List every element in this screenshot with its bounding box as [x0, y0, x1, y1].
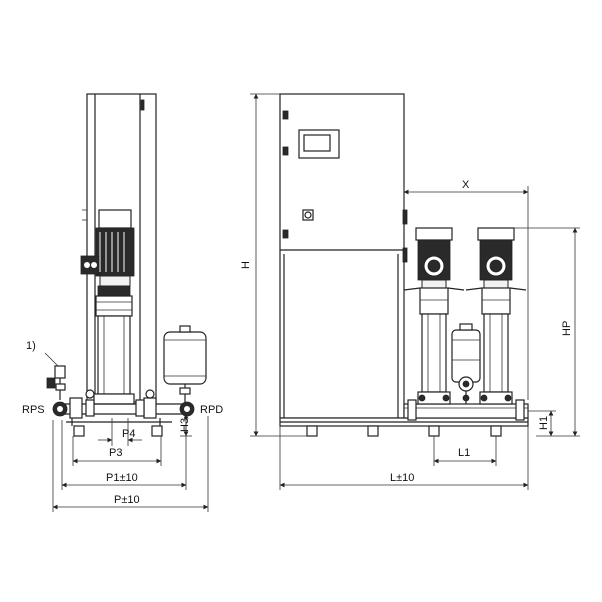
rpd-label: RPD — [200, 404, 223, 416]
motor-side — [80, 209, 135, 287]
p3-label: P3 — [109, 447, 122, 459]
p1-label: P1±10 — [106, 472, 138, 484]
l-label: L±10 — [390, 472, 414, 484]
h3-label: H3 — [179, 418, 191, 432]
note-label: 1) — [26, 340, 36, 352]
front-view: H X HP H1 L1 L±10 — [240, 93, 580, 490]
hp-label: HP — [561, 321, 573, 336]
pump-body-side — [93, 285, 135, 405]
rps-label: RPS — [22, 404, 45, 416]
pump-front-2 — [465, 227, 527, 405]
h1-label: H1 — [538, 416, 550, 430]
l1-label: L1 — [458, 447, 470, 459]
manifold-side — [52, 389, 195, 437]
p-label: P±10 — [114, 494, 140, 506]
side-dimensions — [52, 413, 209, 512]
h-label: H — [240, 261, 252, 269]
front-dimensions — [250, 93, 580, 490]
p4-label: P4 — [122, 428, 135, 440]
x-label: X — [462, 179, 470, 191]
pump-front-1 — [403, 227, 465, 405]
pressure-switch — [44, 352, 66, 400]
vessel-and-gauge-front — [451, 323, 481, 404]
base-frame — [279, 417, 529, 437]
control-cabinet-front — [279, 93, 408, 419]
expansion-vessel — [163, 325, 207, 402]
side-view: 1) RPS RPD P4 H3 P3 P1±10 P±10 — [22, 93, 223, 512]
